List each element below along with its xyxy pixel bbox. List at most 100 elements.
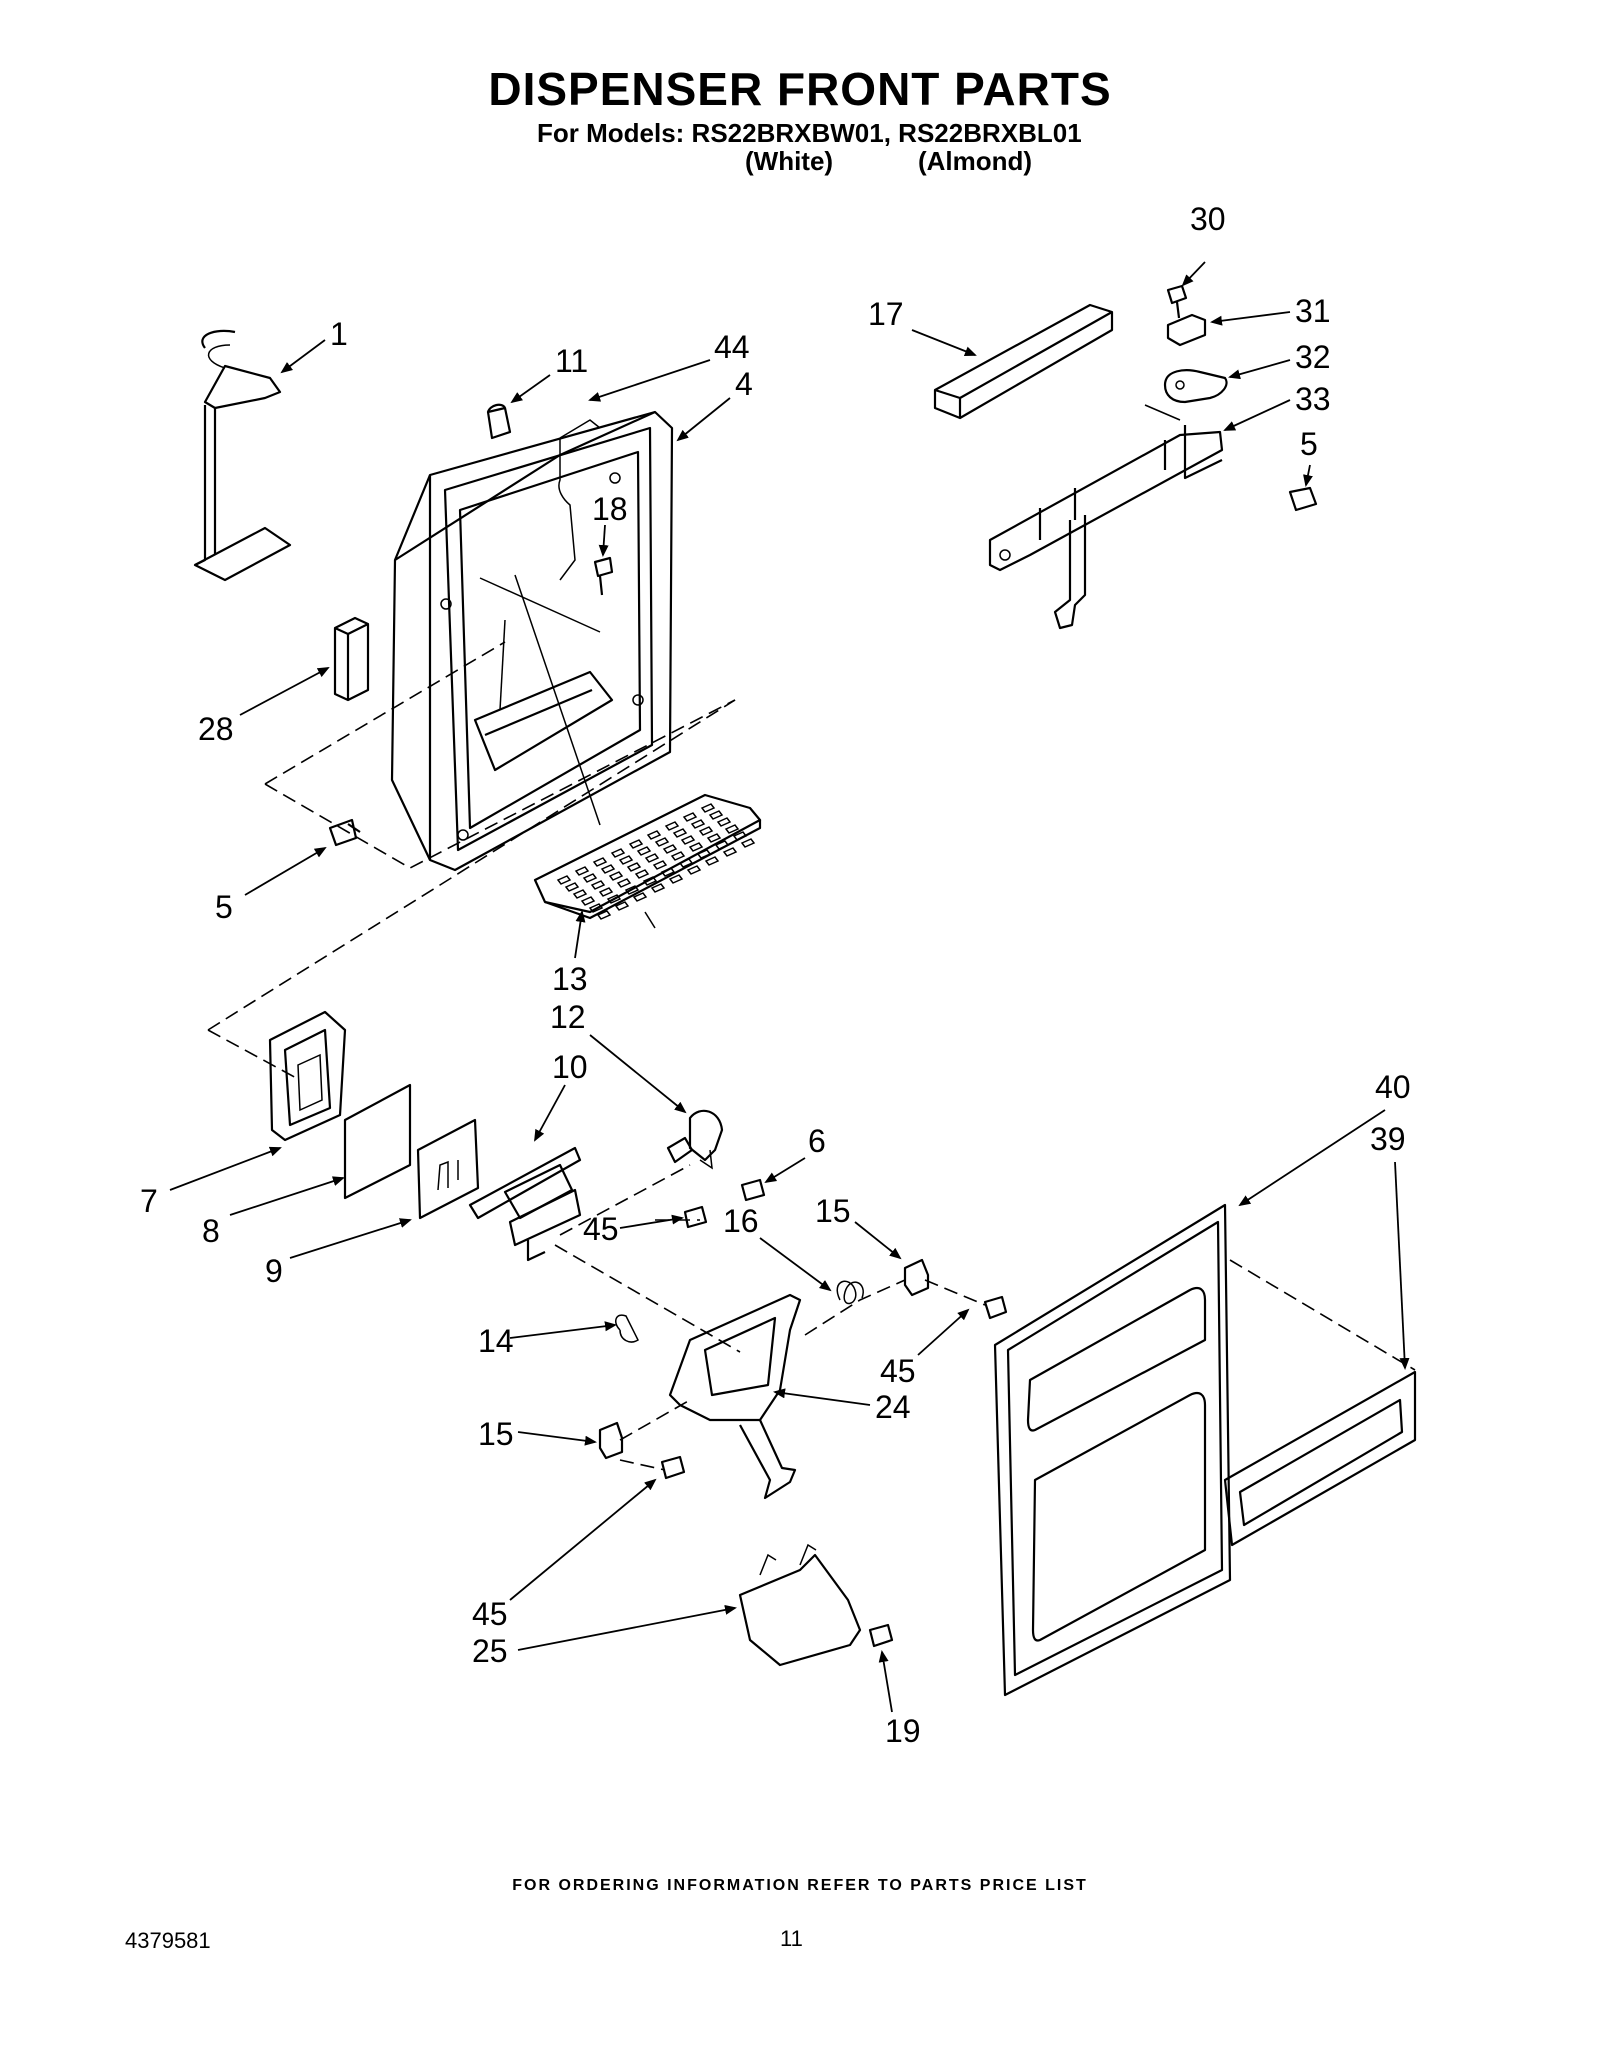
part-30-screw: [1166, 284, 1188, 319]
grille-hole: [722, 847, 738, 857]
callout-45-upper: 45: [583, 1211, 619, 1247]
callout-18: 18: [592, 491, 628, 527]
callout-30: 30: [1190, 201, 1226, 237]
grille-hole: [582, 873, 598, 883]
grille-hole: [704, 856, 720, 866]
part-45-screw-right: [983, 1295, 1008, 1320]
callout-11: 11: [555, 343, 588, 379]
grille-hole: [608, 871, 624, 881]
callout-45-lower: 45: [472, 1596, 508, 1632]
grille-hole: [610, 848, 626, 858]
part-14-clip: [615, 1314, 639, 1343]
grille-hole: [600, 864, 616, 874]
part-28-foam-block: [333, 616, 370, 702]
grille-hole: [588, 903, 604, 913]
grille-hole: [696, 849, 712, 859]
part-45-screw-upper: [683, 1205, 708, 1229]
callout-17: 17: [868, 296, 904, 332]
callout-16: 16: [723, 1203, 759, 1239]
grille-hole: [646, 830, 662, 840]
callout-9: 9: [265, 1253, 283, 1289]
grille-hole: [672, 828, 688, 838]
callout-40: 40: [1375, 1069, 1411, 1105]
callout-8: 8: [202, 1213, 220, 1249]
grille-hole: [668, 874, 684, 884]
grille-hole: [686, 865, 702, 875]
callout-19: 19: [885, 1713, 921, 1749]
callout-15-lower: 15: [478, 1416, 514, 1452]
grille-hole: [556, 875, 572, 885]
callout-6: 6: [808, 1123, 826, 1159]
part-5-screw-right: [1288, 486, 1318, 512]
grille-hole: [664, 821, 680, 831]
callout-33: 33: [1295, 381, 1331, 417]
callout-25: 25: [472, 1633, 508, 1669]
grille-hole: [698, 826, 714, 836]
grille-hole: [580, 896, 596, 906]
part-16-spring: [836, 1280, 864, 1305]
part-8-pad: [343, 1083, 412, 1200]
grille-hole: [700, 803, 716, 813]
grille-hole: [714, 840, 730, 850]
part-31-clip: [1166, 313, 1207, 347]
alignment-lines: [207, 641, 1416, 1471]
color-white-label: (White): [745, 146, 834, 176]
callout-39: 39: [1370, 1121, 1406, 1157]
grille-hole: [708, 810, 724, 820]
grille-hole: [618, 855, 634, 865]
grille-hole: [628, 839, 644, 849]
grille-hole: [624, 885, 640, 895]
callout-24: 24: [875, 1389, 911, 1425]
grille-hole: [564, 882, 580, 892]
grille-hole: [732, 831, 748, 841]
callout-12: 12: [550, 999, 586, 1035]
callout-4: 4: [735, 366, 753, 402]
callout-1: 1: [330, 316, 348, 352]
ordering-note: FOR ORDERING INFORMATION REFER TO PARTS …: [512, 1877, 1088, 1894]
callout-45-right: 45: [880, 1353, 916, 1389]
part-13-drip-tray: [533, 793, 762, 929]
part-1-heater-harness: [193, 329, 292, 582]
leader-lines: [169, 261, 1410, 1713]
grille-hole: [634, 869, 650, 879]
callout-5-left: 5: [215, 889, 233, 925]
grille-hole: [654, 837, 670, 847]
color-almond-label: (Almond): [918, 146, 1033, 176]
page-number: 11: [780, 1926, 803, 1951]
part-25-chute-cup: [738, 1543, 862, 1667]
callout-15-upper: 15: [815, 1193, 851, 1229]
grille-hole: [660, 867, 676, 877]
grille-hole: [636, 846, 652, 856]
callout-5-right: 5: [1300, 426, 1318, 462]
callout-44: 44: [714, 329, 750, 365]
grille-hole: [590, 880, 606, 890]
grille-hole: [644, 853, 660, 863]
grille-hole: [688, 842, 704, 852]
part-33-bracket: [988, 404, 1224, 630]
part-15-clip-upper: [903, 1258, 930, 1297]
part-5-screw-left: [328, 818, 361, 847]
callout-10: 10: [552, 1049, 588, 1085]
grille-hole: [632, 892, 648, 902]
part-19-screw: [868, 1623, 894, 1648]
grille-hole: [690, 819, 706, 829]
grille-hole: [642, 876, 658, 886]
part-10-switch-bracket: [468, 1146, 582, 1262]
part-7-bezel: [268, 1010, 347, 1142]
part-15-clip-lower: [598, 1421, 624, 1460]
grille-hole: [616, 878, 632, 888]
grille-hole: [606, 894, 622, 904]
callout-7: 7: [140, 1183, 158, 1219]
part-40-door-frame: [993, 1203, 1232, 1697]
callout-32: 32: [1295, 339, 1331, 375]
models-line: For Models: RS22BRXBW01, RS22BRXBL01: [537, 118, 1082, 148]
part-32-plate: [1163, 369, 1228, 404]
grille-hole: [596, 910, 612, 920]
grille-hole: [572, 889, 588, 899]
part-11-wire-nut: [486, 403, 512, 440]
part-12-switch: [666, 1109, 724, 1170]
grille-hole: [598, 887, 614, 897]
callout-13: 13: [552, 961, 588, 997]
part-18-screw: [593, 556, 614, 596]
